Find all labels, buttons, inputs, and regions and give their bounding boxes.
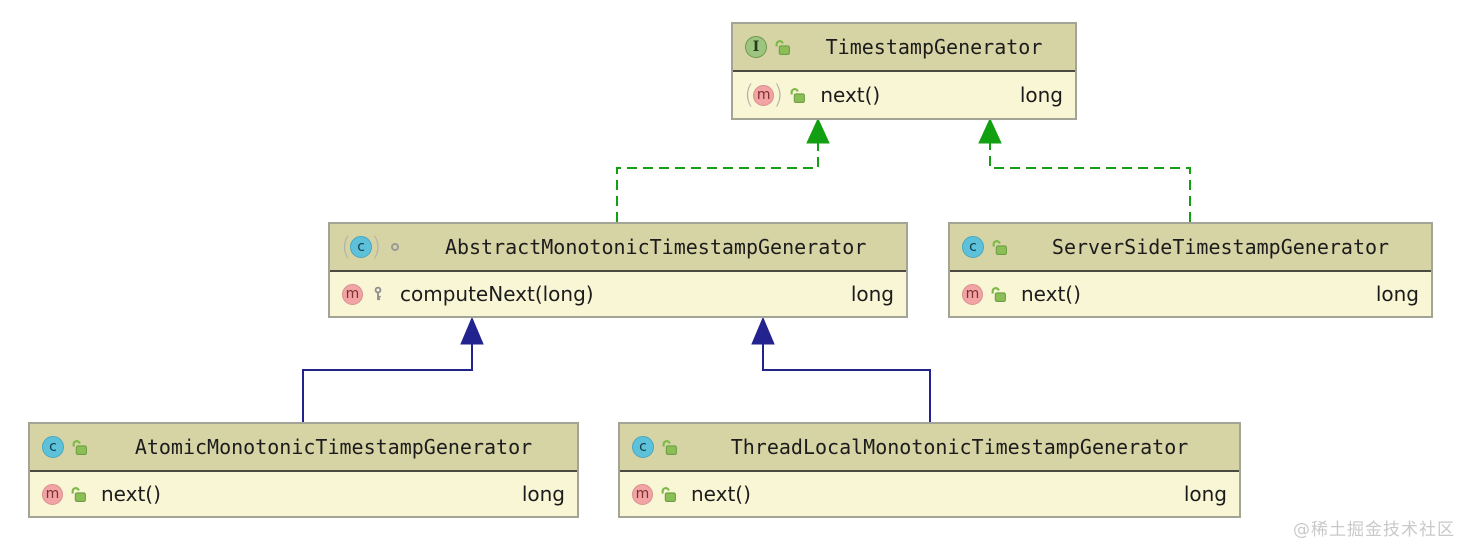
class-icon: c — [962, 236, 984, 258]
method-return-type: long — [1019, 83, 1063, 107]
method-row[interactable]: m next() long — [733, 72, 1075, 118]
implements-edge-serverside-to-interface[interactable] — [978, 117, 1191, 222]
interface-icon: I — [745, 36, 767, 58]
method-return-type: long — [850, 282, 894, 306]
class-node-atomic-monotonic-timestamp-generator[interactable]: c AtomicMonotonicTimestampGenerator m ne… — [28, 422, 579, 518]
implements-arrowhead-icon — [978, 117, 1002, 144]
package-private-icon — [387, 239, 403, 255]
public-lock-icon — [661, 439, 678, 456]
class-title: AbstractMonotonicTimestampGenerator — [444, 235, 867, 259]
class-node-timestamp-generator[interactable]: I TimestampGenerator m next() long — [731, 22, 1077, 120]
method-name: next() — [820, 83, 881, 107]
method-return-type: long — [521, 482, 565, 506]
protected-key-icon — [370, 286, 386, 302]
method-icon: m — [42, 483, 63, 505]
method-icon: m — [342, 283, 363, 305]
class-title: ServerSideTimestampGenerator — [1051, 235, 1390, 259]
extends-edge-threadlocal-to-abstract[interactable] — [751, 316, 931, 422]
class-node-thread-local-monotonic-timestamp-generator[interactable]: c ThreadLocalMonotonicTimestampGenerator… — [618, 422, 1241, 518]
class-title: TimestampGenerator — [825, 35, 1043, 59]
public-lock-icon — [660, 486, 677, 503]
method-row[interactable]: m next() long — [30, 472, 577, 516]
public-lock-icon — [789, 87, 806, 104]
public-lock-icon — [70, 486, 87, 503]
abstract-class-icon: c — [342, 236, 380, 258]
class-title: ThreadLocalMonotonicTimestampGenerator — [730, 435, 1189, 459]
class-node-abstract-monotonic-timestamp-generator[interactable]: c AbstractMonotonicTimestampGenerator m … — [328, 222, 908, 318]
extends-edge-atomic-to-abstract[interactable] — [302, 316, 484, 422]
public-lock-icon — [990, 286, 1007, 303]
class-header[interactable]: c AtomicMonotonicTimestampGenerator — [30, 424, 577, 472]
class-node-server-side-timestamp-generator[interactable]: c ServerSideTimestampGenerator m next() … — [948, 222, 1433, 318]
implements-arrowhead-icon — [806, 117, 830, 144]
class-header[interactable]: c AbstractMonotonicTimestampGenerator — [330, 224, 906, 272]
class-header[interactable]: c ThreadLocalMonotonicTimestampGenerator — [620, 424, 1239, 472]
public-lock-icon — [71, 439, 88, 456]
watermark: @稀土掘金技术社区 — [1293, 520, 1455, 540]
method-icon: m — [632, 483, 653, 505]
class-header[interactable]: I TimestampGenerator — [733, 24, 1075, 72]
method-return-type: long — [1375, 282, 1419, 306]
class-icon: c — [632, 436, 654, 458]
method-name: next() — [101, 482, 161, 506]
extends-arrowhead-icon — [460, 316, 484, 345]
method-row[interactable]: m next() long — [620, 472, 1239, 516]
public-lock-icon — [774, 39, 791, 56]
implements-edge-abstract-to-interface[interactable] — [616, 117, 830, 222]
method-name: next() — [691, 482, 751, 506]
public-lock-icon — [991, 239, 1008, 256]
method-name: computeNext(long) — [400, 282, 594, 306]
class-icon: c — [42, 436, 64, 458]
class-header[interactable]: c ServerSideTimestampGenerator — [950, 224, 1431, 272]
method-row[interactable]: m next() long — [950, 272, 1431, 316]
method-icon: m — [962, 283, 983, 305]
extends-arrowhead-icon — [751, 316, 775, 345]
method-return-type: long — [1183, 482, 1227, 506]
method-name: next() — [1021, 282, 1081, 306]
class-title: AtomicMonotonicTimestampGenerator — [134, 435, 533, 459]
abstract-method-icon: m — [745, 84, 782, 106]
method-row[interactable]: m computeNext(long) long — [330, 272, 906, 316]
